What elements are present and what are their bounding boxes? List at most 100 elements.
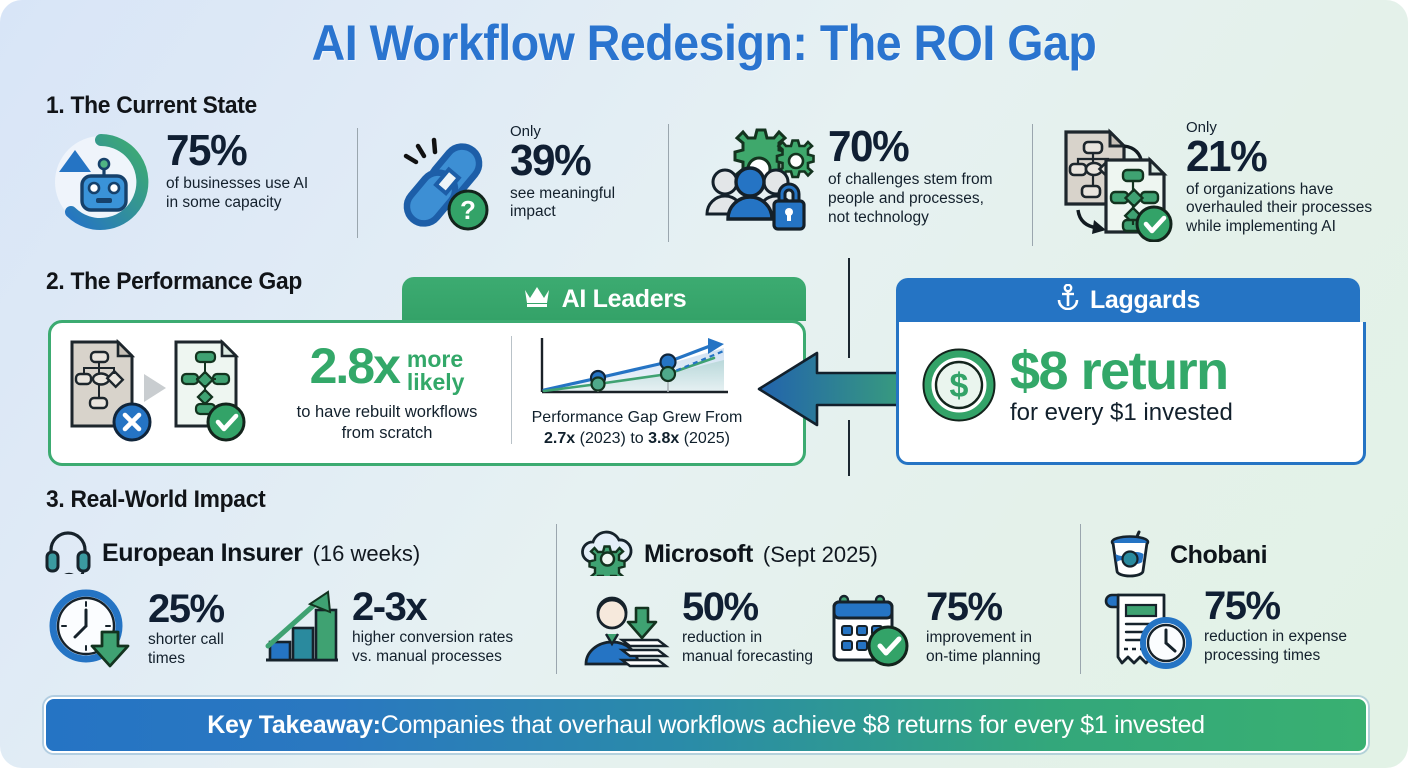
robot-circular-arrow-icon	[44, 128, 156, 238]
metric-sub-line: reduction in expense	[1204, 628, 1348, 645]
stat-card-39: ? Only 39% see meaningful impact	[392, 124, 662, 239]
stat-card-21: Only 21% of organizations have overhaule…	[1056, 120, 1396, 247]
caption-mid: (2023) to	[575, 429, 649, 447]
tab-label: Laggards	[1089, 285, 1201, 314]
metric-sub-line: shorter call	[148, 631, 224, 648]
tab-ai-leaders[interactable]: AI Leaders	[402, 277, 806, 321]
page-title: AI Workflow Redesign: The ROI Gap	[311, 15, 1097, 71]
dollar-coin-icon: $	[920, 346, 998, 429]
calendar-check-icon	[830, 586, 916, 673]
documents-x-check-icon	[66, 336, 256, 451]
stat-sub-line: while implementing AI	[1186, 218, 1336, 236]
stat-sub-line: people and processes,	[828, 189, 984, 207]
banner-bold-label: Key Takeaway:	[207, 710, 381, 739]
stat-text: Only 39% see meaningful impact	[510, 124, 615, 222]
case-name: European Insurer	[102, 539, 303, 567]
svg-text:$: $	[950, 367, 969, 405]
divider	[1080, 524, 1081, 674]
case-paren: (Sept 2025)	[762, 541, 878, 567]
metric-sub-line: manual forecasting	[682, 647, 813, 665]
metric-value: 25%	[148, 587, 225, 631]
clock-down-arrow-icon	[48, 588, 138, 675]
stat-value: 21%	[1186, 131, 1268, 181]
divider	[357, 128, 358, 238]
stat-prefix: Only	[510, 123, 541, 140]
case-name: Microsoft	[644, 540, 753, 568]
case-header-chobani: Chobani	[1106, 528, 1268, 583]
caption-line-1: Performance Gap Grew From	[531, 409, 743, 426]
metric-sub-line: higher conversion rates	[352, 629, 514, 646]
metric-text: 75% improvement in on-time planning	[926, 586, 1041, 666]
stat-card-70: 70% of challenges stem from people and p…	[700, 124, 1020, 241]
performance-gap-chart	[528, 334, 742, 411]
metric-sub-line: times	[148, 649, 186, 667]
divider	[511, 336, 512, 444]
stat-sub: of challenges stem from people and proce…	[828, 171, 993, 228]
metric-2-3x: 2-3x higher conversion rates vs. manual …	[260, 586, 540, 673]
stat-value: 75%	[166, 126, 248, 175]
crown-icon	[522, 284, 552, 315]
caption-val-2025: 3.8x	[648, 429, 680, 447]
stat-text: Only 21% of organizations have overhaule…	[1186, 120, 1372, 237]
metric-50-percent: 50% reduction in manual forecasting	[578, 586, 828, 675]
leaders-desc-line: from scratch	[341, 423, 433, 442]
process-redesign-check-icon	[1056, 120, 1176, 247]
metric-value: 50%	[682, 585, 759, 629]
divider	[556, 524, 557, 674]
stat-text: 70% of challenges stem from people and p…	[828, 124, 993, 228]
stat-sub: of organizations have overhauled their p…	[1186, 181, 1372, 238]
stat-sub-line: see meaningful	[510, 184, 616, 202]
case-header-european-insurer: European Insurer (16 weeks)	[44, 528, 421, 584]
broken-chain-question-icon: ?	[392, 124, 500, 239]
divider	[668, 124, 669, 242]
metric-sub: improvement in on-time planning	[926, 629, 1041, 666]
banner-text: Companies that overhaul workflows achiev…	[380, 710, 1205, 739]
cloud-gear-icon	[578, 528, 634, 583]
metric-25-percent: 25% shorter call times	[48, 588, 278, 675]
tab-laggards[interactable]: Laggards	[896, 278, 1360, 322]
performance-gap-caption: Performance Gap Grew From 2.7x (2023) to…	[524, 408, 750, 450]
metric-sub: reduction in manual forecasting	[682, 629, 813, 666]
case-paren: (16 weeks)	[312, 540, 421, 566]
stat-text: 75% of businesses use AI in some capacit…	[166, 128, 308, 213]
stat-card-75: 75% of businesses use AI in some capacit…	[44, 128, 344, 238]
stat-sub-line: overhauled their processes	[1186, 199, 1373, 217]
receipt-clock-icon	[1104, 585, 1194, 674]
person-documents-down-icon	[578, 586, 672, 675]
key-takeaway-banner: Key Takeaway: Companies that overhaul wo…	[44, 697, 1368, 753]
metric-75-percent-planning: 75% improvement in on-time planning	[830, 586, 1070, 673]
metric-text: 25% shorter call times	[148, 587, 225, 668]
metric-text: 75% reduction in expense processing time…	[1204, 585, 1347, 665]
caption-line-2: 2.7x (2023) to 3.8x (2025)	[524, 429, 750, 450]
stat-sub: of businesses use AI in some capacity	[166, 175, 308, 213]
laggards-sub: for every $1 invested	[1010, 399, 1233, 426]
case-name: Chobani	[1170, 541, 1268, 569]
divider-center-bottom	[848, 420, 850, 476]
stat-prefix: Only	[1186, 119, 1217, 136]
headset-icon	[44, 528, 92, 584]
laggards-value: $8 return	[1010, 341, 1229, 401]
metric-sub-line: reduction in	[682, 629, 763, 646]
tab-label: AI Leaders	[561, 284, 687, 313]
metric-text: 2-3x higher conversion rates vs. manual …	[352, 586, 513, 666]
metric-value: 2-3x	[352, 585, 428, 629]
stat-sub-line: not technology	[828, 208, 929, 226]
stat-value: 70%	[828, 122, 910, 171]
metric-sub: higher conversion rates vs. manual proce…	[352, 629, 513, 666]
svg-text:?: ?	[460, 195, 476, 225]
stat-sub-line: of businesses use AI	[166, 174, 309, 192]
bar-chart-up-arrow-icon	[260, 586, 342, 673]
people-gears-lock-icon	[700, 124, 818, 241]
case-header-microsoft: Microsoft (Sept 2025)	[578, 528, 878, 583]
leaders-multiplier: 2.8x	[309, 338, 401, 394]
leaders-multiplier-note1: more	[406, 346, 464, 372]
laggards-return-block: $8 return for every $1 invested	[1010, 344, 1233, 426]
stat-sub: see meaningful impact	[510, 185, 615, 223]
section-3-heading: 3. Real-World Impact	[46, 486, 266, 513]
metric-value: 75%	[1204, 584, 1281, 628]
metric-sub: shorter call times	[148, 631, 224, 668]
metric-value: 75%	[926, 585, 1003, 629]
stat-sub-line: impact	[510, 203, 556, 221]
divider	[1032, 124, 1033, 246]
